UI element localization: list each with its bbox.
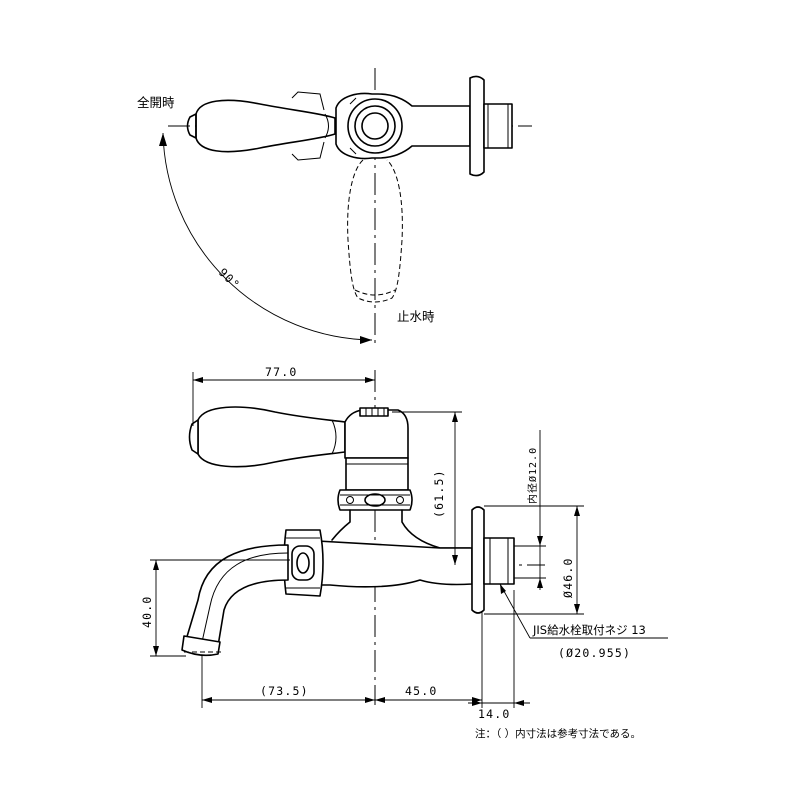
flange-side — [471, 506, 515, 614]
dimension-lines: 77.0 (61.5) 内径Ø12.0 Ø46.0 40.0 — [140, 365, 668, 721]
bonnet-knurl — [359, 407, 389, 417]
main-body — [283, 529, 473, 597]
hub-ring — [354, 105, 396, 147]
footnote: 注：（ ）内寸法は参考寸法である。 — [475, 727, 641, 740]
side-view — [181, 370, 545, 705]
hub-inner — [361, 112, 389, 140]
dim-lever-width: 77.0 — [265, 365, 298, 379]
lever-stop-dashed — [347, 159, 403, 303]
dim-height-to-lever: (61.5) — [432, 469, 446, 518]
dim-spout-reach: (73.5) — [260, 684, 309, 698]
thread-diameter-label: (Ø20.955) — [558, 646, 631, 660]
flange-top — [469, 75, 513, 177]
lever-side — [188, 406, 346, 468]
stop-label: 止水時 — [397, 309, 435, 324]
top-view: 90° 全開時 止水時 — [137, 68, 532, 345]
decor-ring — [337, 489, 413, 511]
spout-tip — [181, 635, 221, 657]
lever-full-open — [186, 91, 336, 161]
hub-outer — [347, 98, 403, 154]
dim-thread-length: 14.0 — [478, 707, 511, 721]
dim-inner-diameter: 内径Ø12.0 — [526, 447, 539, 504]
angle-label: 90° — [216, 265, 243, 292]
thread — [483, 537, 515, 585]
dim-spout-drop: 40.0 — [140, 596, 154, 629]
full-open-label: 全開時 — [137, 95, 175, 110]
dim-flange-diameter: Ø46.0 — [561, 557, 575, 598]
angle-arc: 90° — [159, 132, 373, 344]
spout — [181, 544, 289, 657]
body-top — [335, 92, 471, 160]
thread-spec-label: JIS給水栓取付ネジ 13 — [532, 623, 646, 637]
dim-body-length: 45.0 — [405, 684, 438, 698]
bonnet — [337, 407, 413, 511]
